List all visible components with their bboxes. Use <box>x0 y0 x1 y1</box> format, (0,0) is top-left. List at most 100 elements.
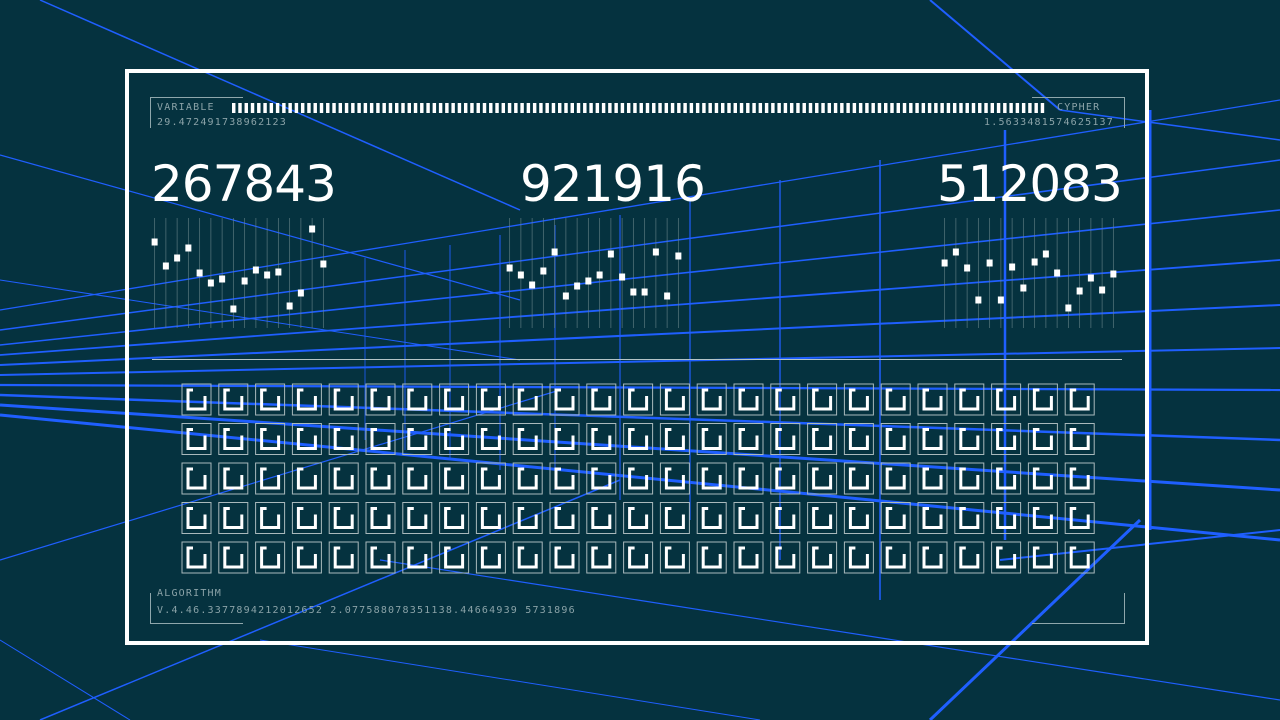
bracket-square-icon <box>880 541 911 574</box>
bracket-square-icon <box>770 423 801 455</box>
algorithm-label: ALGORITHM <box>157 588 222 599</box>
tick-mark <box>890 103 894 113</box>
bracket-square-icon <box>255 423 286 455</box>
tick-mark <box>526 103 531 113</box>
bracket-square-icon <box>807 423 838 455</box>
data-point <box>619 273 626 281</box>
tick-mark <box>401 103 405 113</box>
section-divider <box>152 359 1122 360</box>
bracket-square-icon <box>807 541 838 574</box>
data-point <box>664 292 671 300</box>
bracket-square-icon <box>623 423 654 455</box>
tick-mark <box>1028 103 1032 113</box>
bracket-square-icon <box>475 423 506 455</box>
data-point <box>540 267 547 275</box>
bracket-square-icon <box>328 502 359 534</box>
tick-mark <box>558 103 562 113</box>
bracket-square-icon <box>1027 541 1058 574</box>
tick-mark <box>865 103 869 113</box>
bracket-square-icon <box>549 423 580 455</box>
bracket-square-icon <box>328 462 359 495</box>
tick-mark <box>608 103 612 113</box>
tick-mark <box>438 103 443 113</box>
data-point <box>529 281 536 289</box>
tick-mark <box>432 103 437 113</box>
tick-mark <box>326 103 330 113</box>
tick-mark <box>808 103 813 113</box>
tick-mark <box>319 103 324 113</box>
bracket-square-icon <box>512 541 543 574</box>
tick-mark <box>802 103 806 113</box>
tick-mark <box>871 103 875 113</box>
scatter-chart-2 <box>506 218 682 328</box>
tick-mark <box>877 103 882 113</box>
bracket-square-icon <box>402 502 433 534</box>
readout-value-1: 267843 <box>151 155 337 213</box>
bracket-square-icon <box>843 423 874 455</box>
tick-mark <box>1040 103 1045 113</box>
readout-value-2: 921916 <box>520 155 706 213</box>
bracket-square-icon <box>623 462 654 495</box>
bracket-square-icon <box>843 502 874 534</box>
data-point <box>286 302 293 310</box>
bracket-square-icon <box>659 383 690 416</box>
bracket-square-icon <box>549 462 580 495</box>
bracket-square-icon <box>439 462 470 495</box>
tick-mark <box>344 103 349 113</box>
tick-mark <box>300 103 305 113</box>
tick-mark <box>420 103 424 113</box>
bracket-square-icon <box>807 502 838 534</box>
bracket-square-icon <box>218 502 249 534</box>
tick-mark <box>413 103 418 113</box>
data-point <box>585 277 592 285</box>
data-point <box>517 271 524 279</box>
bracket-square-icon <box>1027 383 1058 416</box>
bracket-square-icon <box>218 541 249 574</box>
data-point <box>1031 258 1038 266</box>
tick-mark <box>758 103 763 113</box>
bracket-square-icon <box>549 502 580 534</box>
data-point <box>574 282 581 290</box>
bracket-square-icon <box>365 423 396 455</box>
progress-tick-bar <box>232 103 1045 113</box>
tick-mark <box>495 103 499 113</box>
bracket-square-icon <box>659 462 690 495</box>
bracket-square-icon <box>365 383 396 416</box>
variable-value: 29.472491738962123 <box>157 117 287 128</box>
tick-mark <box>457 103 462 113</box>
data-point <box>506 264 513 272</box>
bracket-square-icon <box>218 423 249 455</box>
tick-mark <box>633 103 637 113</box>
bracket-square-icon <box>586 383 617 416</box>
bracket-square-icon <box>696 462 727 495</box>
bracket-square-icon <box>1064 383 1095 416</box>
bracket-square-icon <box>328 383 359 416</box>
bracket-square-icon <box>880 383 911 416</box>
tick-mark <box>501 103 506 113</box>
tick-mark <box>395 103 399 113</box>
bracket-square-icon <box>1064 541 1095 574</box>
tick-mark <box>357 103 361 113</box>
bracket-square-icon <box>365 462 396 495</box>
data-point <box>986 259 993 267</box>
tick-mark <box>426 103 430 113</box>
tick-mark <box>551 103 556 113</box>
bracket-square-icon <box>991 502 1022 534</box>
data-point <box>320 260 327 268</box>
tick-mark <box>620 103 625 113</box>
tick-mark <box>1034 103 1038 113</box>
tick-mark <box>489 103 493 113</box>
tick-mark <box>532 103 537 113</box>
bracket-square-icon <box>733 462 764 495</box>
data-point <box>297 289 304 297</box>
tick-mark <box>978 103 982 113</box>
tick-mark <box>658 103 662 113</box>
data-point <box>1065 304 1072 312</box>
tick-mark <box>746 103 750 113</box>
tick-mark <box>664 103 669 113</box>
bracket-square-icon <box>218 383 249 416</box>
bracket-square-icon <box>328 423 359 455</box>
bracket-square-icon <box>255 541 286 574</box>
tick-mark <box>545 103 549 113</box>
tick-mark <box>482 103 487 113</box>
